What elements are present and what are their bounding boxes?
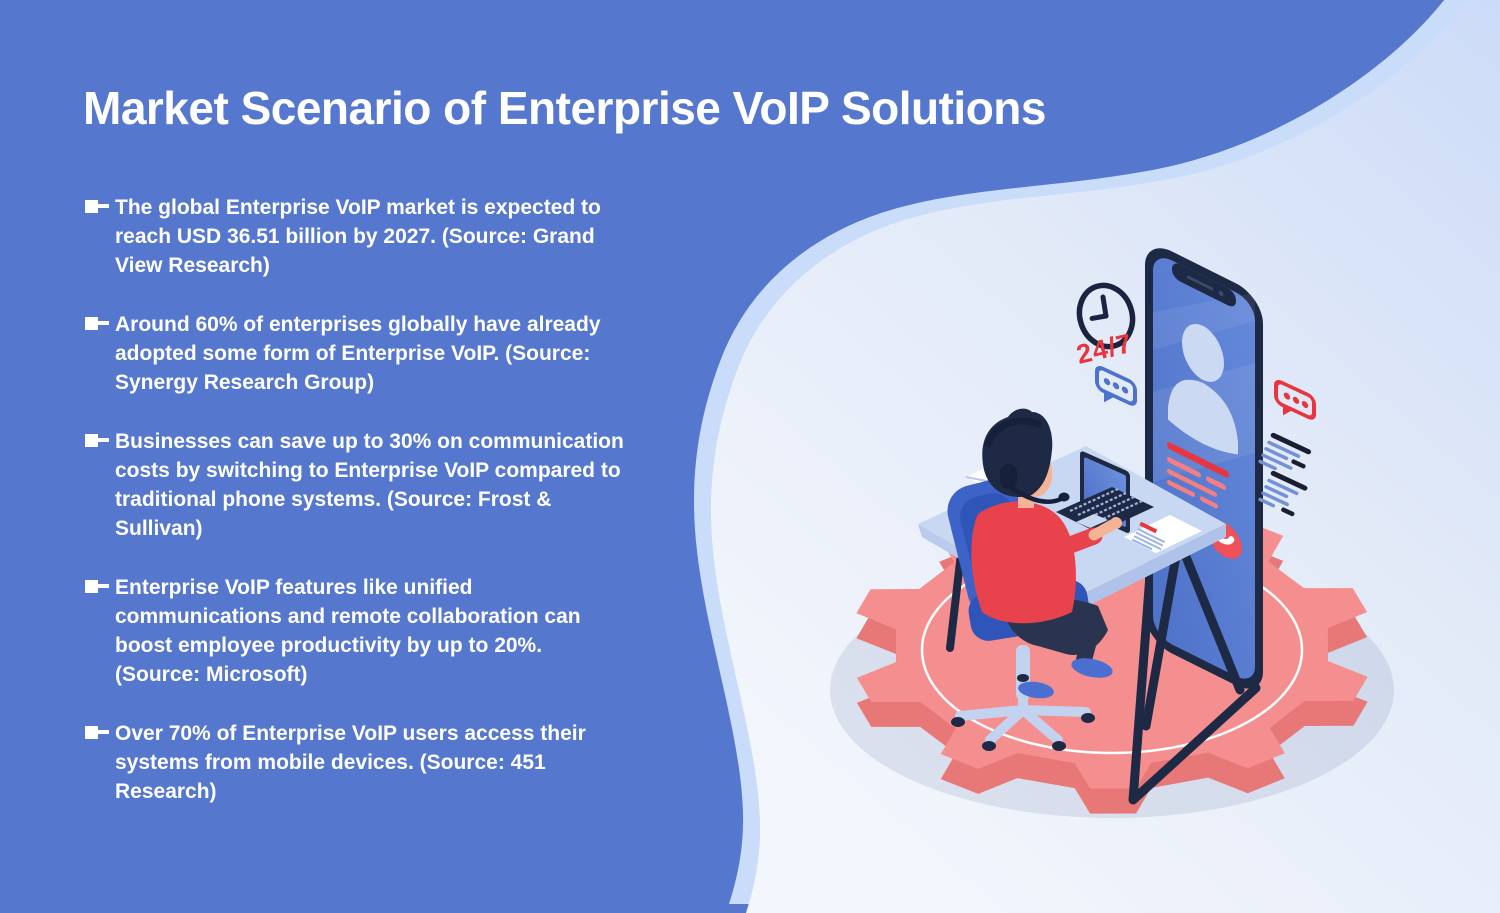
desk-leg <box>1179 547 1245 695</box>
caller-text-lines <box>1167 442 1229 509</box>
bullet-marker-icon <box>85 200 109 213</box>
phone-camera <box>1218 290 1224 297</box>
bullet-item: Businesses can save up to 30% on communi… <box>85 427 660 543</box>
chair-wheels <box>951 674 1095 751</box>
bullet-item: The global Enterprise VoIP market is exp… <box>85 193 660 280</box>
bullet-item: Over 70% of Enterprise VoIP users access… <box>85 719 660 806</box>
chat-bubble-blue-icon <box>1095 365 1137 406</box>
headset-icon <box>984 417 1070 504</box>
bullet-item: Around 60% of enterprises globally have … <box>85 310 660 397</box>
clock-icon <box>1076 282 1136 350</box>
bullet-text: Over 70% of Enterprise VoIP users access… <box>115 722 586 803</box>
bullet-list: The global Enterprise VoIP market is exp… <box>85 193 660 836</box>
bullet-marker-icon <box>85 317 109 330</box>
laptop-trackpad <box>1076 514 1108 528</box>
laptop <box>1056 451 1154 533</box>
avatar-silhouette-icon <box>1168 323 1238 455</box>
desk-leg <box>1141 551 1181 731</box>
agent-forearm <box>1088 519 1118 541</box>
phone-screen <box>1153 258 1255 679</box>
agent-shoe <box>1018 681 1054 699</box>
text-lines-group <box>1258 432 1312 471</box>
page-title: Market Scenario of Enterprise VoIP Solut… <box>83 81 1046 134</box>
agent-shoe <box>1071 658 1113 678</box>
desk-edge <box>1058 524 1226 619</box>
bullet-marker-icon <box>85 580 109 593</box>
bullet-text: Around 60% of enterprises globally have … <box>115 313 601 394</box>
agent-hand <box>1110 517 1122 529</box>
bullet-marker-icon <box>85 726 109 739</box>
agent-arm <box>1043 527 1103 561</box>
laptop-keys <box>1069 488 1143 524</box>
chat-bubble-red-icon <box>1274 379 1316 420</box>
bullet-marker-icon <box>85 434 109 447</box>
bullet-text: Enterprise VoIP features like unified co… <box>115 576 581 686</box>
support-agent-at-desk <box>947 408 1122 751</box>
bullet-text: Businesses can save up to 30% on communi… <box>115 430 624 540</box>
bullet-item: Enterprise VoIP features like unified co… <box>85 573 660 689</box>
agent-person <box>971 408 1122 699</box>
document <box>1124 515 1202 553</box>
agent-torso <box>971 501 1076 624</box>
screen-sheen-2 <box>1153 292 1255 350</box>
bullet-text: The global Enterprise VoIP market is exp… <box>115 196 601 277</box>
phone-speaker <box>1187 275 1213 291</box>
text-lines-group <box>1258 470 1308 517</box>
